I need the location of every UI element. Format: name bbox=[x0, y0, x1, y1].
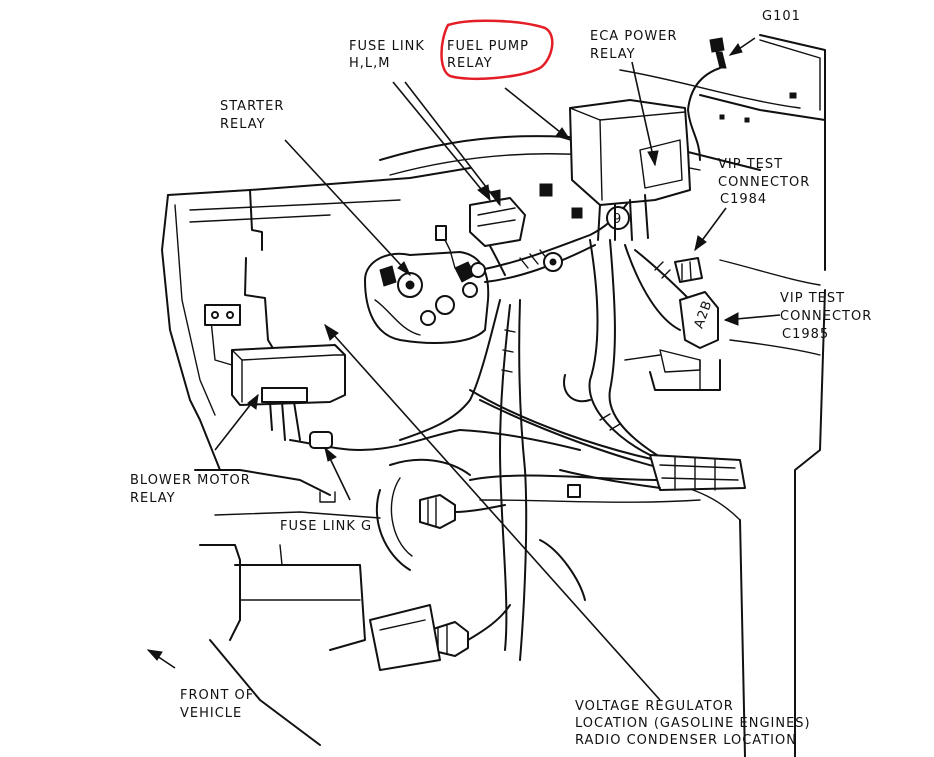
label-g101: G101 bbox=[762, 9, 801, 24]
label-fuel-pump-relay-line2: RELAY bbox=[447, 56, 493, 71]
label-front-of-vehicle-line2: VEHICLE bbox=[180, 706, 242, 721]
label-vip-c1985-line2: CONNECTOR bbox=[780, 309, 872, 324]
wheel-well-arc bbox=[375, 458, 471, 571]
vip-connector-c1984 bbox=[674, 257, 703, 283]
label-voltage-regulator-line2: LOCATION (GASOLINE ENGINES) bbox=[575, 716, 811, 731]
radio-condenser-bracket bbox=[369, 539, 586, 671]
label-fuse-link-hlm-line2: H,L,M bbox=[349, 56, 391, 71]
label-blower-relay-line1: BLOWER MOTOR bbox=[130, 473, 251, 488]
label-fuse-link-g: FUSE LINK G bbox=[280, 519, 372, 534]
fuse-link-hlm-bracket bbox=[469, 183, 583, 278]
label-voltage-regulator-line1: VOLTAGE REGULATOR bbox=[575, 699, 734, 714]
label-vip-c1984-line3: C1984 bbox=[720, 192, 767, 207]
label-front-of-vehicle-line1: FRONT OF bbox=[180, 688, 254, 703]
radiator-support bbox=[469, 359, 746, 757]
starter-relay bbox=[364, 225, 490, 344]
harness-connector-block bbox=[559, 454, 746, 498]
label-blower-relay-line2: RELAY bbox=[130, 491, 176, 506]
label-vip-c1985-line1: VIP TEST bbox=[780, 291, 845, 306]
label-starter-relay-line2: RELAY bbox=[220, 117, 266, 132]
label-fuse-link-hlm-line1: FUSE LINK bbox=[349, 39, 425, 54]
fender-apron-outline bbox=[161, 167, 471, 471]
label-vip-c1985-line3: C1985 bbox=[782, 327, 829, 342]
label-fuel-pump-relay-line1: FUEL PUMP bbox=[447, 39, 529, 54]
label-voltage-regulator-line3: RADIO CONDENSER LOCATION bbox=[575, 733, 797, 748]
eca-power-relay: 9 bbox=[569, 99, 691, 241]
label-vip-c1984-line2: CONNECTOR bbox=[718, 175, 810, 190]
cowl-outline bbox=[379, 34, 826, 757]
leader-arrowheads bbox=[146, 43, 743, 661]
lower-connector-left bbox=[419, 494, 506, 529]
g101-ground-stud bbox=[686, 37, 727, 161]
lower-connector-right bbox=[429, 604, 511, 657]
label-vip-c1984-line1: VIP TEST bbox=[718, 157, 783, 172]
vip-connector-c1985: A2B bbox=[679, 291, 719, 349]
fuse-link-g-wire bbox=[289, 429, 581, 503]
inner-fender-lower bbox=[194, 469, 381, 746]
label-eca-power-relay-line1: ECA POWER bbox=[590, 29, 678, 44]
labels: G101 FUSE LINK H,L,M FUEL PUMP RELAY ECA… bbox=[130, 9, 872, 748]
label-eca-power-relay-line2: RELAY bbox=[590, 47, 636, 62]
callout-9: 9 bbox=[613, 212, 622, 227]
blower-motor-relay bbox=[204, 304, 346, 441]
label-starter-relay-line1: STARTER bbox=[220, 99, 284, 114]
highlight-circle bbox=[440, 19, 554, 81]
